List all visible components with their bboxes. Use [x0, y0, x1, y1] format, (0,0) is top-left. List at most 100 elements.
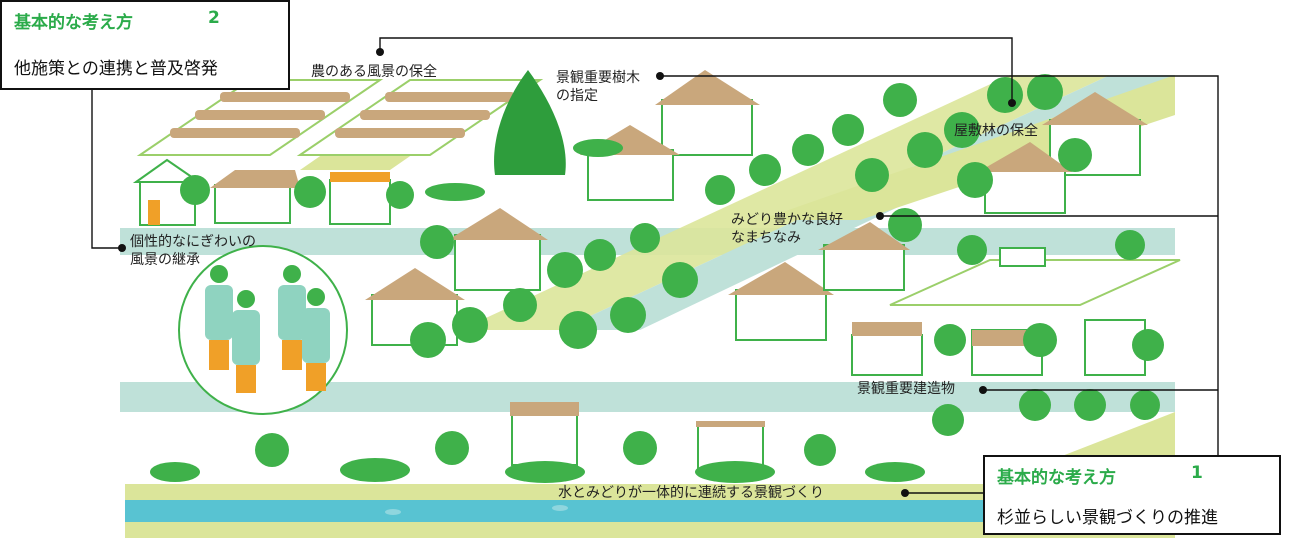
tree: [294, 176, 326, 208]
dot-homestead: [1008, 99, 1016, 107]
dot-landmark-buildings: [979, 386, 987, 394]
label-green-townscape-line2: なまちなみ: [731, 230, 801, 246]
tree: [705, 175, 735, 205]
label-farm-scenery: 農のある風景の保全: [311, 64, 437, 80]
label-lively-scenery-line2: 風景の継承: [130, 252, 200, 268]
tree: [452, 307, 488, 343]
label-landmark-trees-line1: 景観重要樹木: [556, 70, 640, 86]
tree: [907, 132, 943, 168]
bush: [573, 139, 623, 157]
house-center: [728, 262, 834, 341]
furrow-6: [335, 128, 465, 138]
tree: [832, 114, 864, 146]
leader-lines: [91, 37, 1219, 494]
bush: [425, 183, 485, 201]
tree: [957, 162, 993, 198]
tree: [888, 208, 922, 242]
tree: [934, 324, 966, 356]
dot-water-green: [901, 489, 909, 497]
tree: [1058, 138, 1092, 172]
tree: [932, 404, 964, 436]
bush: [695, 461, 775, 483]
bush: [150, 462, 200, 482]
tree: [420, 225, 454, 259]
tree: [1027, 74, 1063, 110]
tree: [1132, 329, 1164, 361]
ground-layer: [120, 75, 1181, 538]
principle-2-body: 他施策との連携と普及啓発: [14, 59, 218, 79]
tree: [503, 288, 537, 322]
tree: [584, 239, 616, 271]
house-lower-1: [851, 322, 923, 376]
trees: [150, 70, 1164, 483]
house-center-right: [818, 222, 910, 291]
tree: [547, 252, 583, 288]
bush: [340, 458, 410, 482]
river: [125, 500, 1175, 522]
tree: [1074, 389, 1106, 421]
bush: [505, 461, 585, 483]
house-right-mid: [978, 142, 1072, 214]
tree: [855, 158, 889, 192]
dancer-1: [205, 265, 233, 370]
principle-2-number: 2: [208, 8, 220, 28]
label-homestead-woods: 屋敷林の保全: [954, 123, 1038, 139]
furrow-1: [220, 92, 350, 102]
tree: [180, 175, 210, 205]
tree: [630, 223, 660, 253]
tree: [386, 181, 414, 209]
farm-fields: [136, 79, 544, 156]
furrow-5: [360, 110, 490, 120]
tree: [662, 262, 698, 298]
fish-1: [385, 509, 401, 515]
dot-landmark-trees: [656, 72, 664, 80]
tree: [255, 433, 289, 467]
house-top-center: [655, 70, 760, 156]
tree: [987, 77, 1023, 113]
dancer-2: [232, 290, 260, 393]
tree: [610, 297, 646, 333]
tree: [1023, 323, 1057, 357]
tree: [1019, 389, 1051, 421]
dot-farm: [376, 48, 384, 56]
leader-principle-1: [660, 75, 1219, 494]
festival-dancers: [178, 245, 348, 415]
house-mid-left: [448, 208, 548, 291]
bench: [999, 247, 1046, 267]
dancer-3: [278, 265, 306, 370]
label-lively-scenery-line1: 個性的なにぎわいの: [130, 234, 256, 250]
houses: [132, 70, 1148, 471]
house-bottom-1: [510, 402, 579, 466]
tree: [1130, 390, 1160, 420]
label-landmark-buildings: 景観重要建造物: [857, 381, 955, 397]
furrow-2: [195, 110, 325, 120]
tree: [410, 322, 446, 358]
tree: [1115, 230, 1145, 260]
tree: [957, 235, 987, 265]
furrow-4: [385, 92, 515, 102]
tree: [804, 434, 836, 466]
leader-dots: [118, 48, 1016, 497]
tree: [883, 83, 917, 117]
label-green-townscape-line1: みどり豊かな良好: [731, 212, 843, 228]
tree: [792, 134, 824, 166]
principle-1-number: 1: [1191, 463, 1203, 483]
bush: [865, 462, 925, 482]
house-mid-center: [580, 125, 680, 201]
teal-road-lower: [120, 382, 1175, 412]
park-plot: [889, 259, 1181, 306]
label-water-green: 水とみどりが一体的に連続する景観づくり: [558, 485, 824, 501]
dancer-4: [302, 288, 330, 391]
leader-principle-2-left: [91, 72, 122, 249]
tall-tree: [494, 70, 566, 175]
principle-2-title: 基本的な考え方: [14, 13, 133, 33]
principle-box-2: 基本的な考え方 2 他施策との連携と普及啓発: [0, 0, 290, 90]
principle-1-body: 杉並らしい景観づくりの推進: [997, 508, 1218, 528]
leader-principle-2-top: [379, 37, 1013, 100]
tree: [944, 112, 980, 148]
house-right-top: [1042, 92, 1148, 176]
principle-1-title: 基本的な考え方: [997, 468, 1116, 488]
tree: [559, 311, 597, 349]
label-landmark-trees-line2: の指定: [556, 88, 598, 104]
